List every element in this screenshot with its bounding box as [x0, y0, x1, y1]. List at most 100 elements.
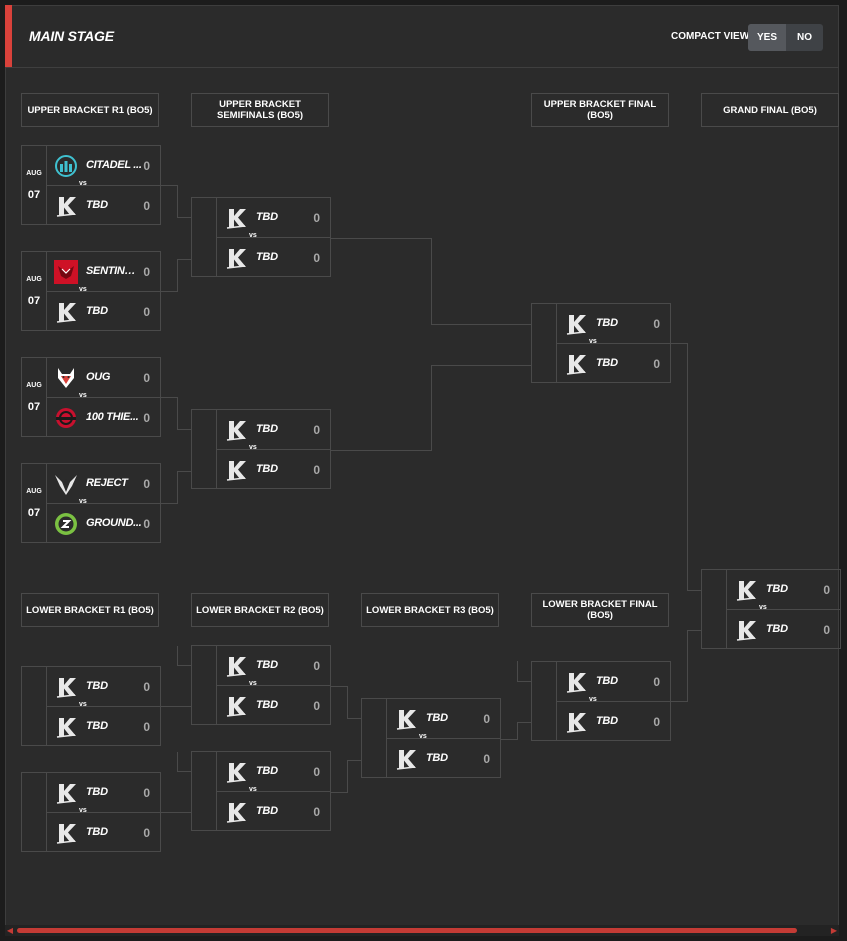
team-row[interactable]: 100 THIE... 0 [46, 398, 160, 437]
team-row[interactable]: TBD 0 [216, 792, 330, 831]
bracket-connector [500, 739, 518, 740]
team-row[interactable]: TBD 0 [556, 662, 670, 701]
match-card-ub-r1-4[interactable]: AUG 07 vs REJECT 0 GROUND... 0 [21, 463, 161, 543]
team-score: 0 [143, 371, 150, 385]
team-name: CITADEL ... [86, 159, 142, 171]
match-divider [216, 449, 330, 450]
main-stage-panel [5, 5, 839, 936]
team-score: 0 [653, 715, 660, 729]
team-score: 0 [313, 765, 320, 779]
match-date [192, 198, 217, 276]
bracket-connector [431, 324, 531, 325]
match-card-ub-r1-3[interactable]: AUG 07 vs OUG 0 100 THIE... 0 [21, 357, 161, 437]
team-row[interactable]: SENTINELS 0 [46, 252, 160, 291]
team-row[interactable]: TBD 0 [46, 292, 160, 331]
bracket-connector [687, 590, 701, 591]
team-name: TBD [86, 786, 108, 798]
team-row[interactable]: TBD 0 [46, 707, 160, 746]
bracket-connector [330, 450, 431, 451]
bracket-connector [177, 665, 191, 666]
match-card-grand-final[interactable]: vs TBD 0 TBD 0 [701, 569, 841, 649]
match-date [362, 699, 387, 777]
match-card-ub-semis-1[interactable]: vs TBD 0 TBD 0 [191, 197, 331, 277]
team-name: TBD [426, 752, 448, 764]
team-row[interactable]: TBD 0 [556, 304, 670, 343]
team-row[interactable]: TBD 0 [46, 667, 160, 706]
match-card-ub-r1-2[interactable]: AUG 07 vs SENTINELS 0 TBD 0 [21, 251, 161, 331]
team-row[interactable]: TBD 0 [46, 813, 160, 852]
team-row[interactable]: TBD 0 [46, 186, 160, 225]
team-row[interactable]: TBD 0 [216, 238, 330, 277]
match-divider [46, 503, 160, 504]
bracket-connector [687, 343, 688, 590]
match-card-ub-r1-1[interactable]: AUG 07 vs CITADEL ... 0 TBD 0 [21, 145, 161, 225]
team-row[interactable]: GROUND... 0 [46, 504, 160, 543]
match-card-lb-r2-2[interactable]: vs TBD 0 TBD 0 [191, 751, 331, 831]
team-score: 0 [143, 680, 150, 694]
oug-logo-icon [58, 368, 74, 388]
team-row[interactable]: TBD 0 [726, 610, 840, 649]
compact-view-no-button[interactable]: NO [797, 32, 812, 43]
team-name: TBD [256, 251, 278, 263]
vs-label: vs [249, 680, 257, 687]
match-divider [556, 343, 670, 344]
tbd-k-logo-icon [396, 710, 416, 730]
team-row[interactable]: CITADEL ... 0 [46, 146, 160, 185]
team-row[interactable]: TBD 0 [216, 198, 330, 237]
tbd-k-logo-icon [566, 673, 586, 693]
scrollbar-thumb[interactable] [17, 928, 797, 933]
team-score: 0 [143, 517, 150, 531]
citadel-logo-icon [55, 155, 77, 177]
compact-view-yes-button[interactable]: YES [748, 24, 786, 51]
team-score: 0 [143, 305, 150, 319]
round-header-lb-r2: LOWER BRACKET R2 (BO5) [191, 593, 329, 627]
team-row[interactable]: TBD 0 [216, 686, 330, 725]
scroll-left-arrow-icon[interactable]: ◀ [6, 926, 14, 935]
tbd-k-logo-icon [226, 461, 246, 481]
team-row[interactable]: REJECT 0 [46, 464, 160, 503]
scroll-right-arrow-icon[interactable]: ▶ [830, 926, 838, 935]
match-card-lb-r1-1[interactable]: vs TBD 0 TBD 0 [21, 666, 161, 746]
horizontal-scrollbar[interactable]: ◀ ▶ [5, 925, 839, 936]
match-card-lb-r1-2[interactable]: vs TBD 0 TBD 0 [21, 772, 161, 852]
team-row[interactable]: OUG 0 [46, 358, 160, 397]
ground-zero-logo-icon [55, 513, 77, 535]
team-name: TBD [766, 623, 788, 635]
tbd-k-logo-icon [226, 697, 246, 717]
team-row[interactable]: TBD 0 [216, 450, 330, 489]
team-score: 0 [143, 720, 150, 734]
team-row[interactable]: TBD 0 [556, 702, 670, 741]
team-row[interactable]: TBD 0 [556, 344, 670, 383]
team-row[interactable]: TBD 0 [216, 752, 330, 791]
team-row[interactable]: TBD 0 [386, 699, 500, 738]
tbd-k-logo-icon [226, 803, 246, 823]
match-divider [46, 397, 160, 398]
team-row[interactable]: TBD 0 [386, 739, 500, 778]
match-date [192, 410, 217, 488]
match-card-ub-final[interactable]: vs TBD 0 TBD 0 [531, 303, 671, 383]
bracket-connector [160, 185, 178, 186]
team-score: 0 [313, 463, 320, 477]
match-card-lb-r3[interactable]: vs TBD 0 TBD 0 [361, 698, 501, 778]
match-divider [386, 738, 500, 739]
bracket-connector [517, 722, 531, 723]
match-card-lb-r2-1[interactable]: vs TBD 0 TBD 0 [191, 645, 331, 725]
team-row[interactable]: TBD 0 [46, 773, 160, 812]
compact-view-toggle[interactable]: YES NO [748, 24, 823, 51]
tbd-k-logo-icon [56, 678, 76, 698]
bracket-connector [177, 259, 191, 260]
team-score: 0 [143, 159, 150, 173]
bracket-connector [177, 397, 178, 429]
team-row[interactable]: TBD 0 [726, 570, 840, 609]
match-card-ub-semis-2[interactable]: vs TBD 0 TBD 0 [191, 409, 331, 489]
team-row[interactable]: TBD 0 [216, 646, 330, 685]
bracket-connector [177, 217, 191, 218]
bracket-connector [177, 259, 178, 292]
team-name: GROUND... [86, 517, 142, 529]
match-divider [46, 185, 160, 186]
bracket-connector [330, 686, 348, 687]
match-date [22, 667, 47, 745]
team-row[interactable]: TBD 0 [216, 410, 330, 449]
match-date: AUG 07 [22, 464, 47, 542]
match-card-lb-final[interactable]: vs TBD 0 TBD 0 [531, 661, 671, 741]
